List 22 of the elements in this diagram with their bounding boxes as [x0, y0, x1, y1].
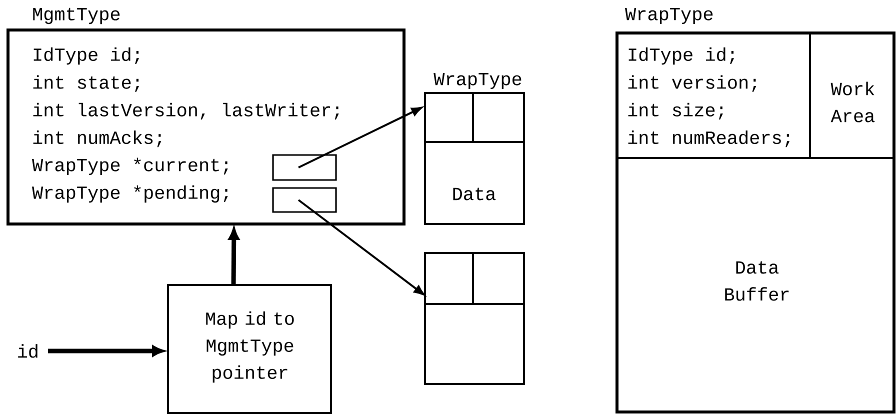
slot-box — [272, 154, 337, 181]
code-line: WrapType *pending; — [32, 185, 228, 203]
struct-name: MgmtType — [33, 8, 120, 24]
process-label: Map id to MgmtType pointer — [206, 311, 294, 383]
code-line: int numReaders; — [628, 130, 790, 148]
code-line: IdType id; — [34, 47, 140, 65]
code-line: IdType id; — [628, 47, 734, 65]
code-line: int version; — [628, 75, 756, 92]
code-line: int numAcks; — [33, 130, 162, 148]
struct-name: WrapType — [434, 72, 522, 89]
arrow — [298, 106, 422, 168]
compartment-label: Work Area — [830, 82, 875, 122]
code-line: int size; — [628, 102, 723, 120]
input-label: id — [18, 344, 38, 358]
struct-name: WrapType — [625, 8, 713, 24]
arrow — [298, 199, 425, 296]
code-line: int state; — [33, 75, 140, 92]
compartment-label: Data Buffer — [725, 261, 789, 301]
code-line: WrapType *current; — [32, 158, 228, 176]
code-line: int lastVersion, lastWriter; — [33, 102, 339, 120]
compartment-label: Data — [453, 188, 496, 200]
slot-box — [272, 187, 337, 213]
